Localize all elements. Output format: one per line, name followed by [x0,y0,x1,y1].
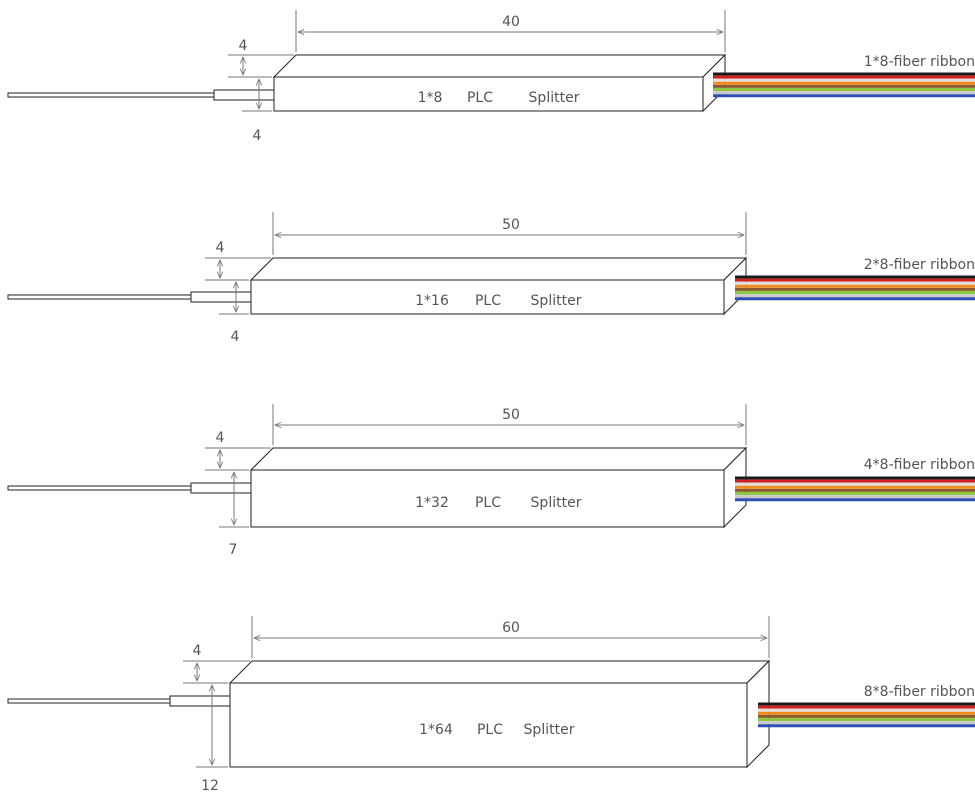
svg-text:1*64: 1*64 [419,722,453,738]
splitter-1x8: 1*8-fiber ribbon 1*8 PLC Splitter 40 4 4 [7,10,975,144]
splitter-1x32: 4*8-fiber ribbon 1*32 PLC Splitter 50 4 … [7,404,975,558]
height-dimension [196,685,228,768]
length-value: 40 [502,14,520,30]
splitter-label: 1*8 PLC Splitter [418,90,580,106]
height-dimension [219,472,249,528]
svg-text:PLC: PLC [477,722,503,738]
svg-text:1*8: 1*8 [418,90,443,106]
svg-text:1*16: 1*16 [415,293,449,309]
svg-text:PLC: PLC [467,90,493,106]
height-value: 4 [253,128,262,144]
input-fiber [7,89,275,101]
input-fiber [7,291,252,303]
splitter-label: 1*64 PLC Splitter [419,722,575,738]
splitter-1x64: 8*8-fiber ribbon 1*64 PLC Splitter 60 4 … [7,616,975,794]
splitter-box [272,53,727,113]
top-offset-dimension [183,660,250,684]
fiber-ribbon [735,275,975,301]
top-offset-value: 4 [216,240,225,256]
top-offset-dimension [228,54,294,78]
ribbon-label: 4*8-fiber ribbon [864,457,975,473]
top-offset-dimension [205,257,271,281]
ribbon-label: 2*8-fiber ribbon [864,257,975,273]
svg-text:PLC: PLC [475,293,501,309]
input-fiber [7,482,252,494]
svg-text:Splitter: Splitter [529,90,580,106]
splitter-box [228,659,771,769]
splitter-box [249,446,748,529]
length-dimension [272,212,747,255]
ribbon-label: 8*8-fiber ribbon [864,684,975,700]
svg-text:Splitter: Splitter [531,495,582,511]
length-dimension [251,616,770,658]
top-offset-value: 4 [239,38,248,54]
fiber-ribbon [735,476,975,502]
length-dimension [272,404,747,445]
splitter-label: 1*32 PLC Splitter [415,495,582,511]
splitter-label: 1*16 PLC Splitter [415,293,582,309]
svg-text:Splitter: Splitter [531,293,582,309]
top-offset-value: 4 [216,430,225,446]
height-dimension [219,282,249,315]
svg-text:PLC: PLC [475,495,501,511]
height-value: 4 [231,329,240,345]
height-value: 12 [201,778,219,794]
splitter-1x16: 2*8-fiber ribbon 1*16 PLC Splitter 50 4 … [7,212,975,345]
svg-text:Splitter: Splitter [524,722,575,738]
length-value: 50 [502,407,520,423]
length-dimension [295,10,726,52]
length-value: 60 [502,620,520,636]
height-value: 7 [229,542,238,558]
top-offset-dimension [205,447,271,471]
height-dimension [242,79,272,112]
svg-text:1*32: 1*32 [415,495,449,511]
top-offset-value: 4 [193,643,202,659]
length-value: 50 [502,217,520,233]
fiber-ribbon [713,72,975,98]
ribbon-label: 1*8-fiber ribbon [864,54,975,70]
input-fiber [7,695,231,707]
fiber-ribbon [758,702,975,728]
